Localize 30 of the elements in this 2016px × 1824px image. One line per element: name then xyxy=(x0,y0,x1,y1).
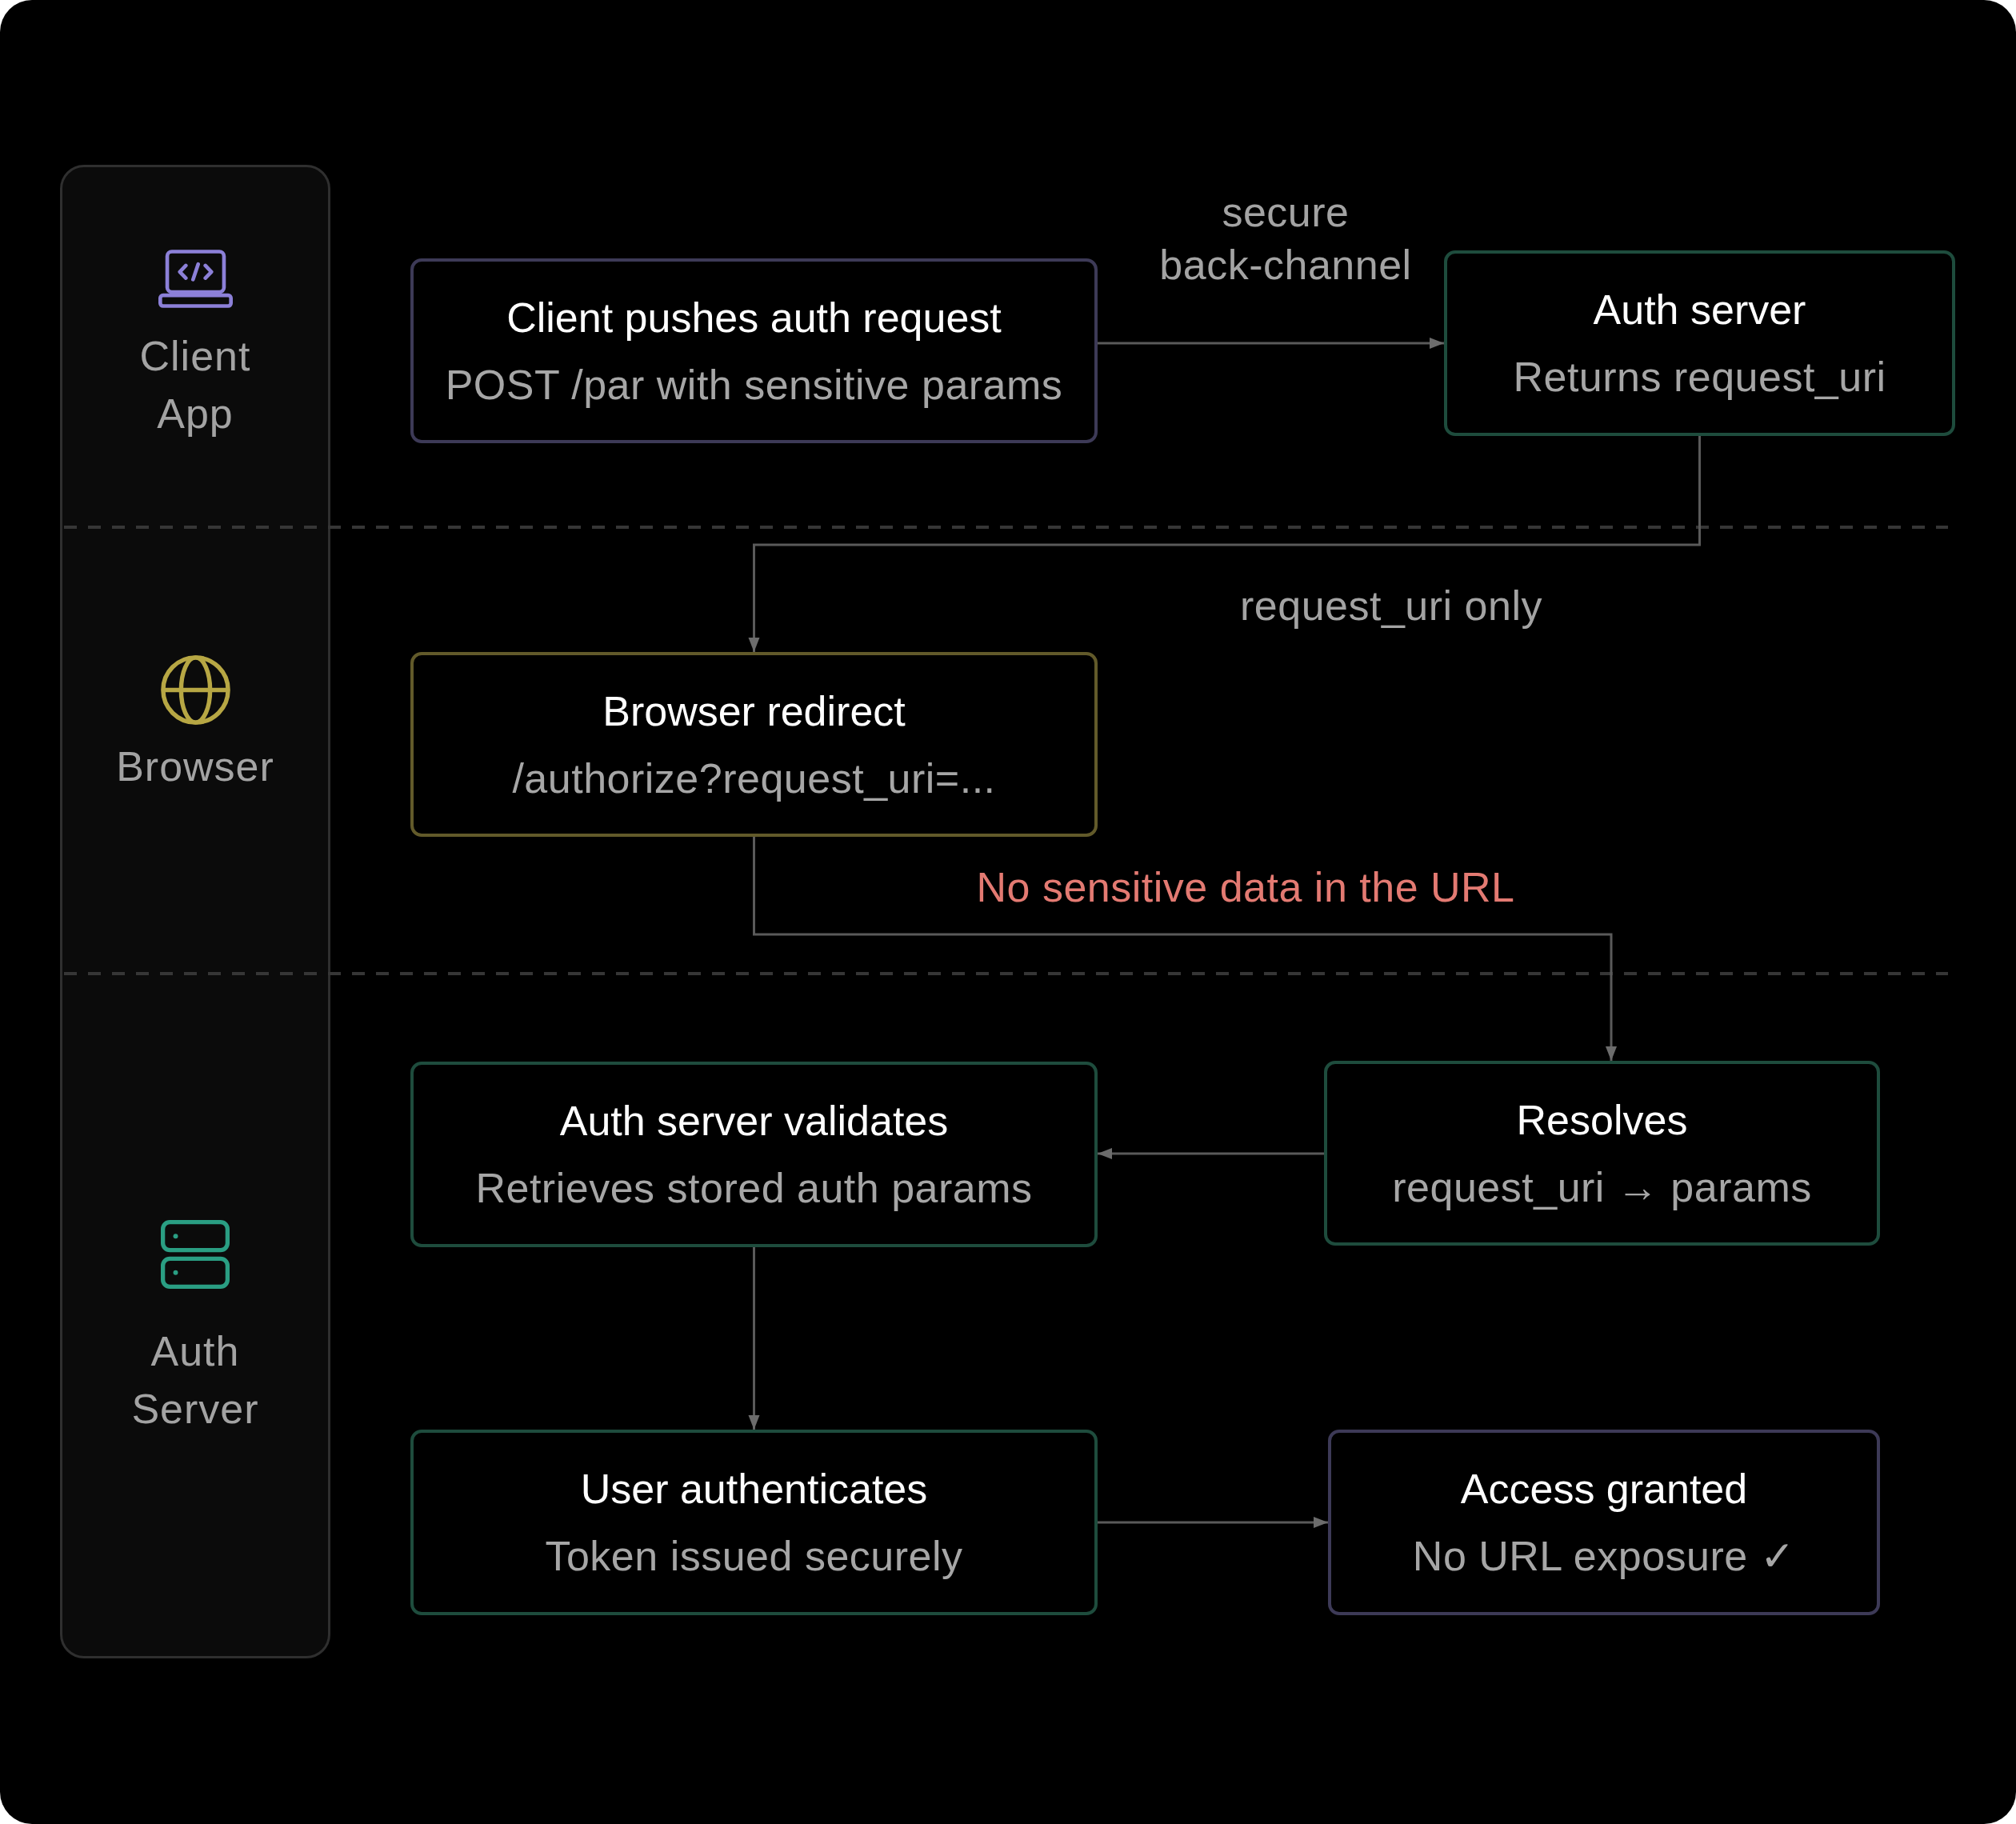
step-detail: /authorize?request_uri=... xyxy=(512,754,996,803)
process-box xyxy=(1328,1430,1880,1615)
step-detail: Token issued securely xyxy=(545,1532,963,1581)
step-detail: No URL exposure ✓ xyxy=(1412,1532,1796,1581)
lane-label: Auth Server xyxy=(130,1327,260,1434)
step-title: Auth server xyxy=(1593,286,1806,334)
step-detail: request_uri → params xyxy=(1392,1162,1812,1212)
process-box xyxy=(410,652,1098,837)
lane-label: Browser xyxy=(115,742,275,791)
step-detail: Retrieves stored auth params xyxy=(475,1164,1033,1213)
step-detail: POST /par with sensitive params xyxy=(445,360,1063,410)
process-box xyxy=(410,1062,1098,1247)
step-title: Browser redirect xyxy=(602,686,906,736)
arrow xyxy=(1098,338,1444,349)
process-box xyxy=(410,258,1098,443)
step-title: Client pushes auth request xyxy=(506,293,1002,342)
lane-label: Client App xyxy=(138,332,252,438)
arrow xyxy=(1098,1517,1328,1528)
arrow xyxy=(1098,1148,1324,1159)
step-title: Resolves xyxy=(1516,1095,1688,1145)
step-title: Access granted xyxy=(1460,1465,1748,1514)
process-box xyxy=(1444,250,1955,436)
step-title: Auth server validates xyxy=(559,1097,949,1146)
step-title: User authenticates xyxy=(580,1465,928,1514)
arrow xyxy=(748,436,1701,652)
arrow xyxy=(748,1247,760,1430)
arrow xyxy=(753,837,1617,1061)
process-box xyxy=(410,1430,1098,1615)
step-detail: Returns request_uri xyxy=(1513,353,1886,402)
process-box xyxy=(1324,1061,1880,1246)
